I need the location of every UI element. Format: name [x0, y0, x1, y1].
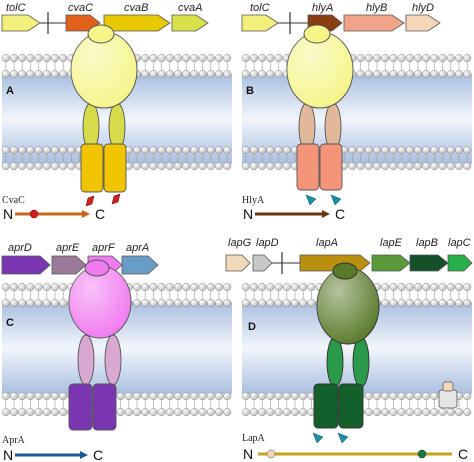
gene-arrow-lapd — [252, 254, 273, 272]
panel-c: aprD aprE aprF aprA AprA N C — [1, 242, 232, 462]
c-terminus: C — [93, 447, 103, 462]
panel-letter-c: C — [6, 317, 14, 329]
gene-arrow-lapc — [447, 254, 473, 272]
panel-b: tolC hlyA hlyB hlyD HlyA N C — [241, 2, 472, 222]
panel-letter-a: A — [6, 85, 14, 97]
gene-arrow-tolc — [1, 14, 41, 32]
gene-label-tolc: tolC — [250, 2, 270, 14]
tolc-channel — [68, 259, 132, 339]
protein-chain-lapa: N C — [243, 446, 468, 462]
abc-transporter — [313, 383, 364, 429]
c-terminus: C — [95, 206, 105, 222]
lapd-receptor — [438, 381, 458, 409]
gene-arrow-cvab — [103, 14, 171, 32]
gene-label-apra: aprA — [126, 242, 149, 254]
gene-arrow-cvaa — [171, 14, 209, 32]
protein-name-hlya: HlyA — [242, 195, 265, 206]
operon-b: tolC hlyA hlyB hlyD — [241, 2, 441, 34]
n-terminus: N — [243, 206, 253, 222]
abc-transporter — [68, 383, 117, 431]
abc-transporter — [80, 143, 127, 193]
inner-membrane — [1, 392, 232, 417]
protein-name-apra: AprA — [2, 435, 26, 446]
gene-arrow-lapb — [409, 254, 449, 272]
protein-name-lapa: LapA — [242, 433, 266, 444]
protein-chain-hlya: N C — [243, 206, 345, 222]
gene-label-tolc: tolC — [6, 2, 26, 14]
gene-label-lapa: lapA — [316, 237, 338, 249]
gene-label-hlya: hlyA — [312, 2, 333, 14]
gene-arrow-lape — [371, 254, 411, 272]
protein-chain-cvac: N C — [3, 206, 105, 222]
gene-arrow-hlyd — [405, 14, 441, 32]
adaptor-protein — [77, 334, 122, 386]
n-terminus: N — [3, 206, 13, 222]
operon-d: lapG lapD lapA lapE lapB lapC — [225, 237, 473, 274]
gene-label-hlyd: hlyD — [412, 2, 434, 14]
gene-arrow-tolc — [241, 14, 279, 32]
tolc-channel — [316, 262, 380, 345]
n-terminus: N — [243, 446, 253, 462]
c-terminus: C — [335, 206, 345, 222]
adaptor-protein — [82, 102, 126, 152]
gene-label-lapc: lapC — [448, 237, 471, 249]
gene-label-aprd: aprD — [8, 242, 32, 254]
gene-label-lape: lapE — [380, 237, 403, 249]
gene-label-lapb: lapB — [416, 237, 438, 249]
gene-arrow-hlyb — [343, 14, 405, 32]
tolc-channel — [70, 24, 138, 109]
gene-label-apre: aprE — [56, 242, 80, 254]
panel-letter-d: D — [248, 321, 256, 333]
protein-name-cvac: CvaC — [2, 195, 25, 206]
substrate-markers — [85, 193, 121, 207]
substrate-markers — [305, 194, 342, 206]
gene-label-hlyb: hlyB — [366, 2, 387, 14]
operon-c: aprD aprE aprF aprA — [1, 242, 159, 275]
panel-letter-b: B — [246, 85, 254, 97]
gene-label-lapd: lapD — [256, 237, 279, 249]
gene-label-lapg: lapG — [228, 237, 252, 249]
gene-label-aprf: aprF — [92, 242, 116, 254]
adaptor-protein — [326, 336, 370, 388]
operon-a: tolC cvaC cvaB cvaA — [1, 2, 209, 34]
c-terminus: C — [458, 446, 468, 462]
abc-transporter — [296, 143, 343, 191]
gene-label-cvac: cvaC — [68, 2, 93, 14]
protein-chain-apra: N C — [3, 447, 103, 462]
gene-arrow-apra — [121, 255, 159, 275]
gene-arrow-aprd — [1, 255, 51, 275]
n-terminus: N — [3, 447, 13, 462]
panel-d: lapG lapD lapA lapE lapB lapC LapA N — [225, 237, 473, 462]
gene-arrow-lapg — [225, 254, 251, 272]
panel-a: tolC cvaC cvaB cvaA CvaC N C — [1, 2, 232, 222]
tolc-channel — [286, 24, 354, 109]
gene-label-cvab: cvaB — [124, 2, 148, 14]
gene-label-cvaa: cvaA — [178, 2, 202, 14]
substrate-markers — [312, 432, 349, 444]
gene-arrow-apre — [51, 255, 87, 275]
